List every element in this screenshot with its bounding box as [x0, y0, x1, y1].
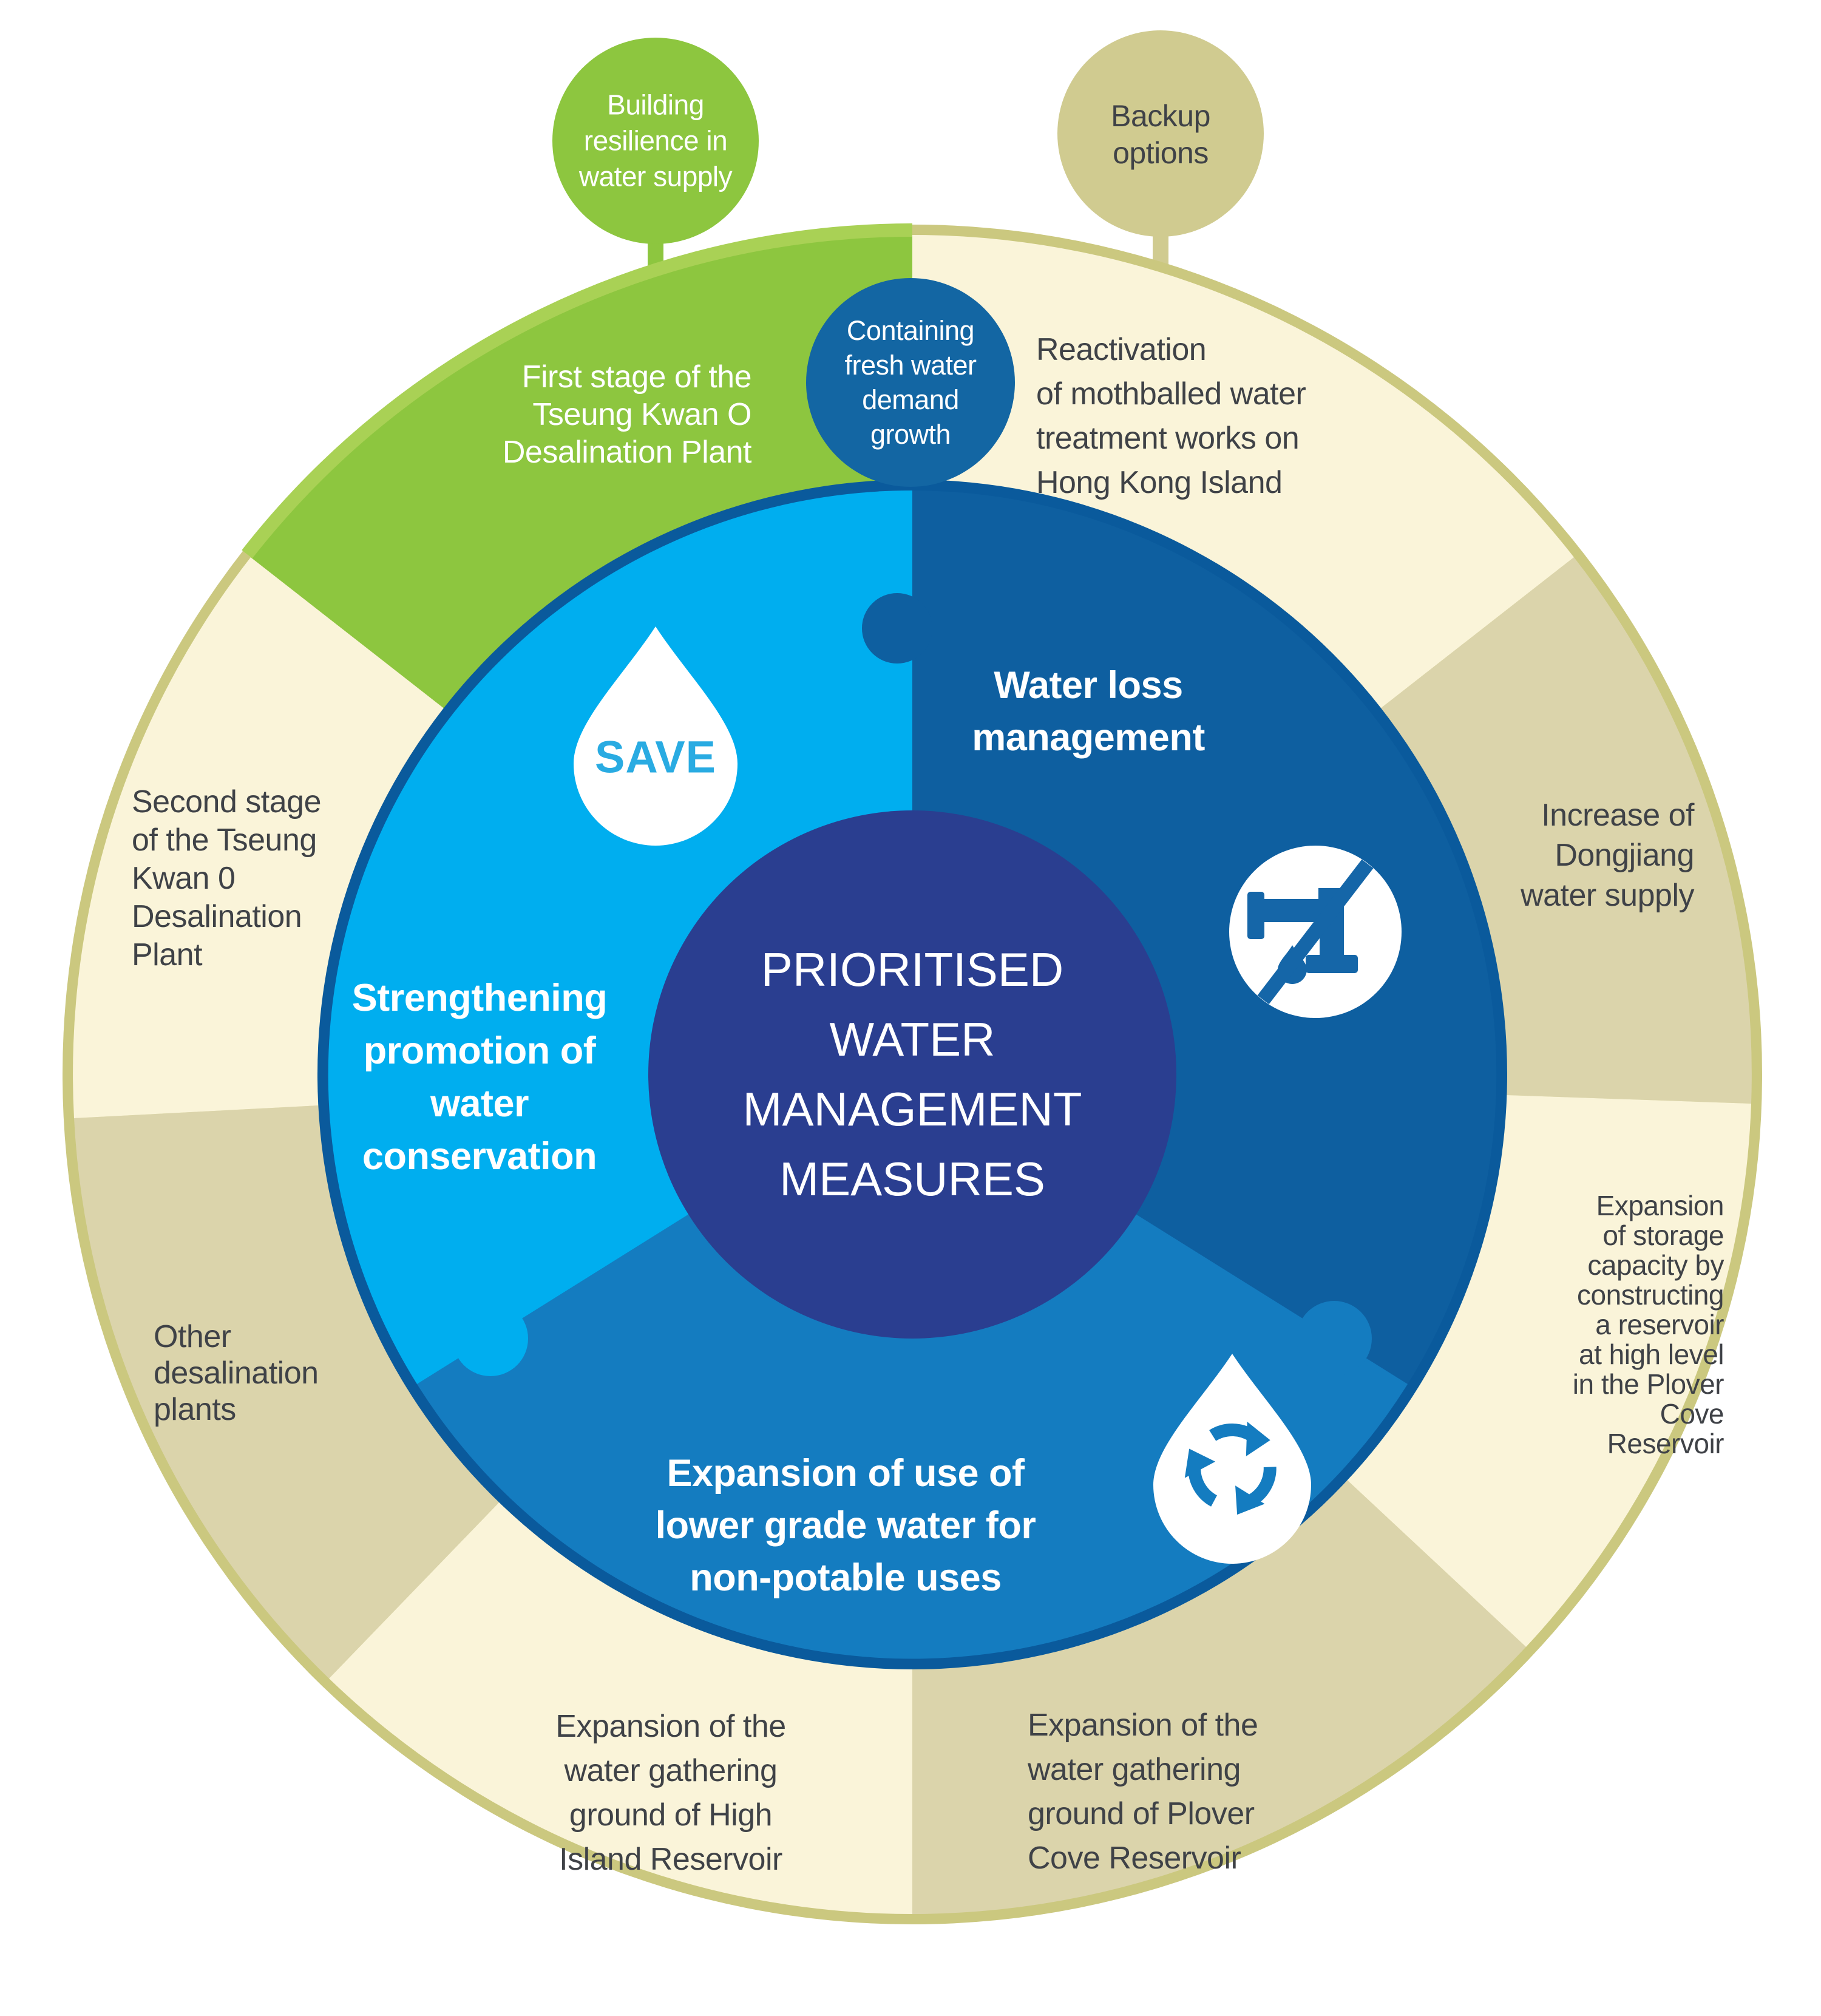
high-island-label: Expansion of the water gathering ground …: [555, 1709, 786, 1877]
save-water-drop-icon: [574, 626, 738, 846]
water-loss-label: Water loss management: [972, 664, 1205, 759]
containing-callout-circle: [806, 278, 1015, 487]
save-icon-text: SAVE: [594, 731, 717, 782]
second-stage-label: Second stage of the Tseung Kwan 0 Desali…: [132, 784, 322, 972]
containing-callout-label: Containing fresh water demand growth: [844, 315, 977, 450]
recycle-water-drop-icon: [1153, 1354, 1311, 1564]
lower-grade-label: Expansion of use of lower grade water fo…: [655, 1452, 1036, 1599]
first-stage-label: First stage of the Tseung Kwan O Desalin…: [502, 359, 752, 470]
reactivation-label: Reactivation of mothballed water treatme…: [1036, 332, 1306, 500]
center-title: PRIORITISED WATER MANAGEMENT MEASURES: [742, 943, 1082, 1206]
no-leak-faucet-icon: [1229, 846, 1402, 1018]
conservation-label: Strengthening promotion of water conserv…: [351, 977, 608, 1178]
backup-callout-label: Backup options: [1111, 99, 1210, 170]
puzzle-knob-top: [862, 593, 932, 664]
backup-callout-circle: [1057, 30, 1264, 237]
resilience-callout-circle: [552, 38, 759, 244]
dongjiang-label: Increase of Dongjiang water supply: [1521, 798, 1694, 913]
center-circle: [648, 810, 1176, 1339]
resilience-callout-label: Building resilience in water supply: [578, 89, 733, 192]
other-desalination-label: Other desalination plants: [154, 1319, 319, 1427]
puzzle-knob-lower-left: [453, 1301, 528, 1376]
plover-gathering-label: Expansion of the water gathering ground …: [1028, 1708, 1258, 1876]
storage-label: Expansion of storage capacity by constru…: [1572, 1190, 1724, 1459]
puzzle-knob-lower-right: [1297, 1301, 1372, 1376]
green-segment-rim: [242, 223, 913, 558]
